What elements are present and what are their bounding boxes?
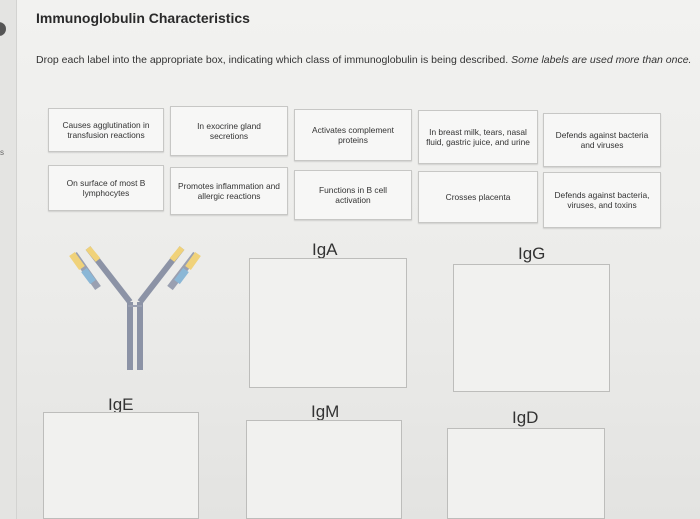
drop-box-igm[interactable] xyxy=(246,420,402,519)
label-tile[interactable]: In breast milk, tears, nasal fluid, gast… xyxy=(418,110,538,164)
label-tile[interactable]: Defends against bacteria and viruses xyxy=(543,113,661,167)
label-tile[interactable]: Promotes inflammation and allergic react… xyxy=(170,167,288,215)
antibody-right-heavy-tip xyxy=(169,246,185,262)
label-tile[interactable]: On surface of most B lymphocytes xyxy=(48,165,164,211)
target-title-igm: IgM xyxy=(311,402,340,421)
instructions-main: Drop each label into the appropriate box… xyxy=(36,54,509,66)
label-tile[interactable]: In exocrine gland secretions xyxy=(170,106,288,156)
instructions-note: Some labels are used more than once. xyxy=(508,54,692,66)
drop-box-igg[interactable] xyxy=(453,264,610,392)
drop-box-igd[interactable] xyxy=(447,428,605,519)
instructions: Drop each label into the appropriate box… xyxy=(36,53,700,67)
antibody-right-tip xyxy=(185,251,201,271)
label-tile[interactable]: Defends against bacteria, viruses, and t… xyxy=(543,172,661,228)
antibody-left-tip xyxy=(69,251,85,271)
target-title-igg: IgG xyxy=(518,244,546,263)
target-title-igd: IgD xyxy=(512,408,539,427)
label-tile[interactable]: Functions in B cell activation xyxy=(294,170,412,220)
nav-dot-icon[interactable] xyxy=(0,22,6,36)
antibody-left-variable xyxy=(81,267,96,285)
target-title-iga: IgA xyxy=(312,240,338,259)
label-tile[interactable]: Causes agglutination in transfusion reac… xyxy=(48,108,164,152)
target-title-ige: IgE xyxy=(108,395,134,414)
drop-box-ige[interactable] xyxy=(43,412,199,519)
page-title: Immunoglobulin Characteristics xyxy=(36,10,250,26)
antibody-left-heavy-tip xyxy=(85,246,101,262)
antibody-right-variable xyxy=(174,267,189,285)
antibody-diagram-icon xyxy=(69,246,201,370)
left-panel-text: s xyxy=(0,148,4,157)
left-panel-edge: s xyxy=(0,0,17,519)
drop-box-iga[interactable] xyxy=(249,258,407,388)
label-tile[interactable]: Activates complement proteins xyxy=(294,109,412,161)
label-tile[interactable]: Crosses placenta xyxy=(418,171,538,223)
